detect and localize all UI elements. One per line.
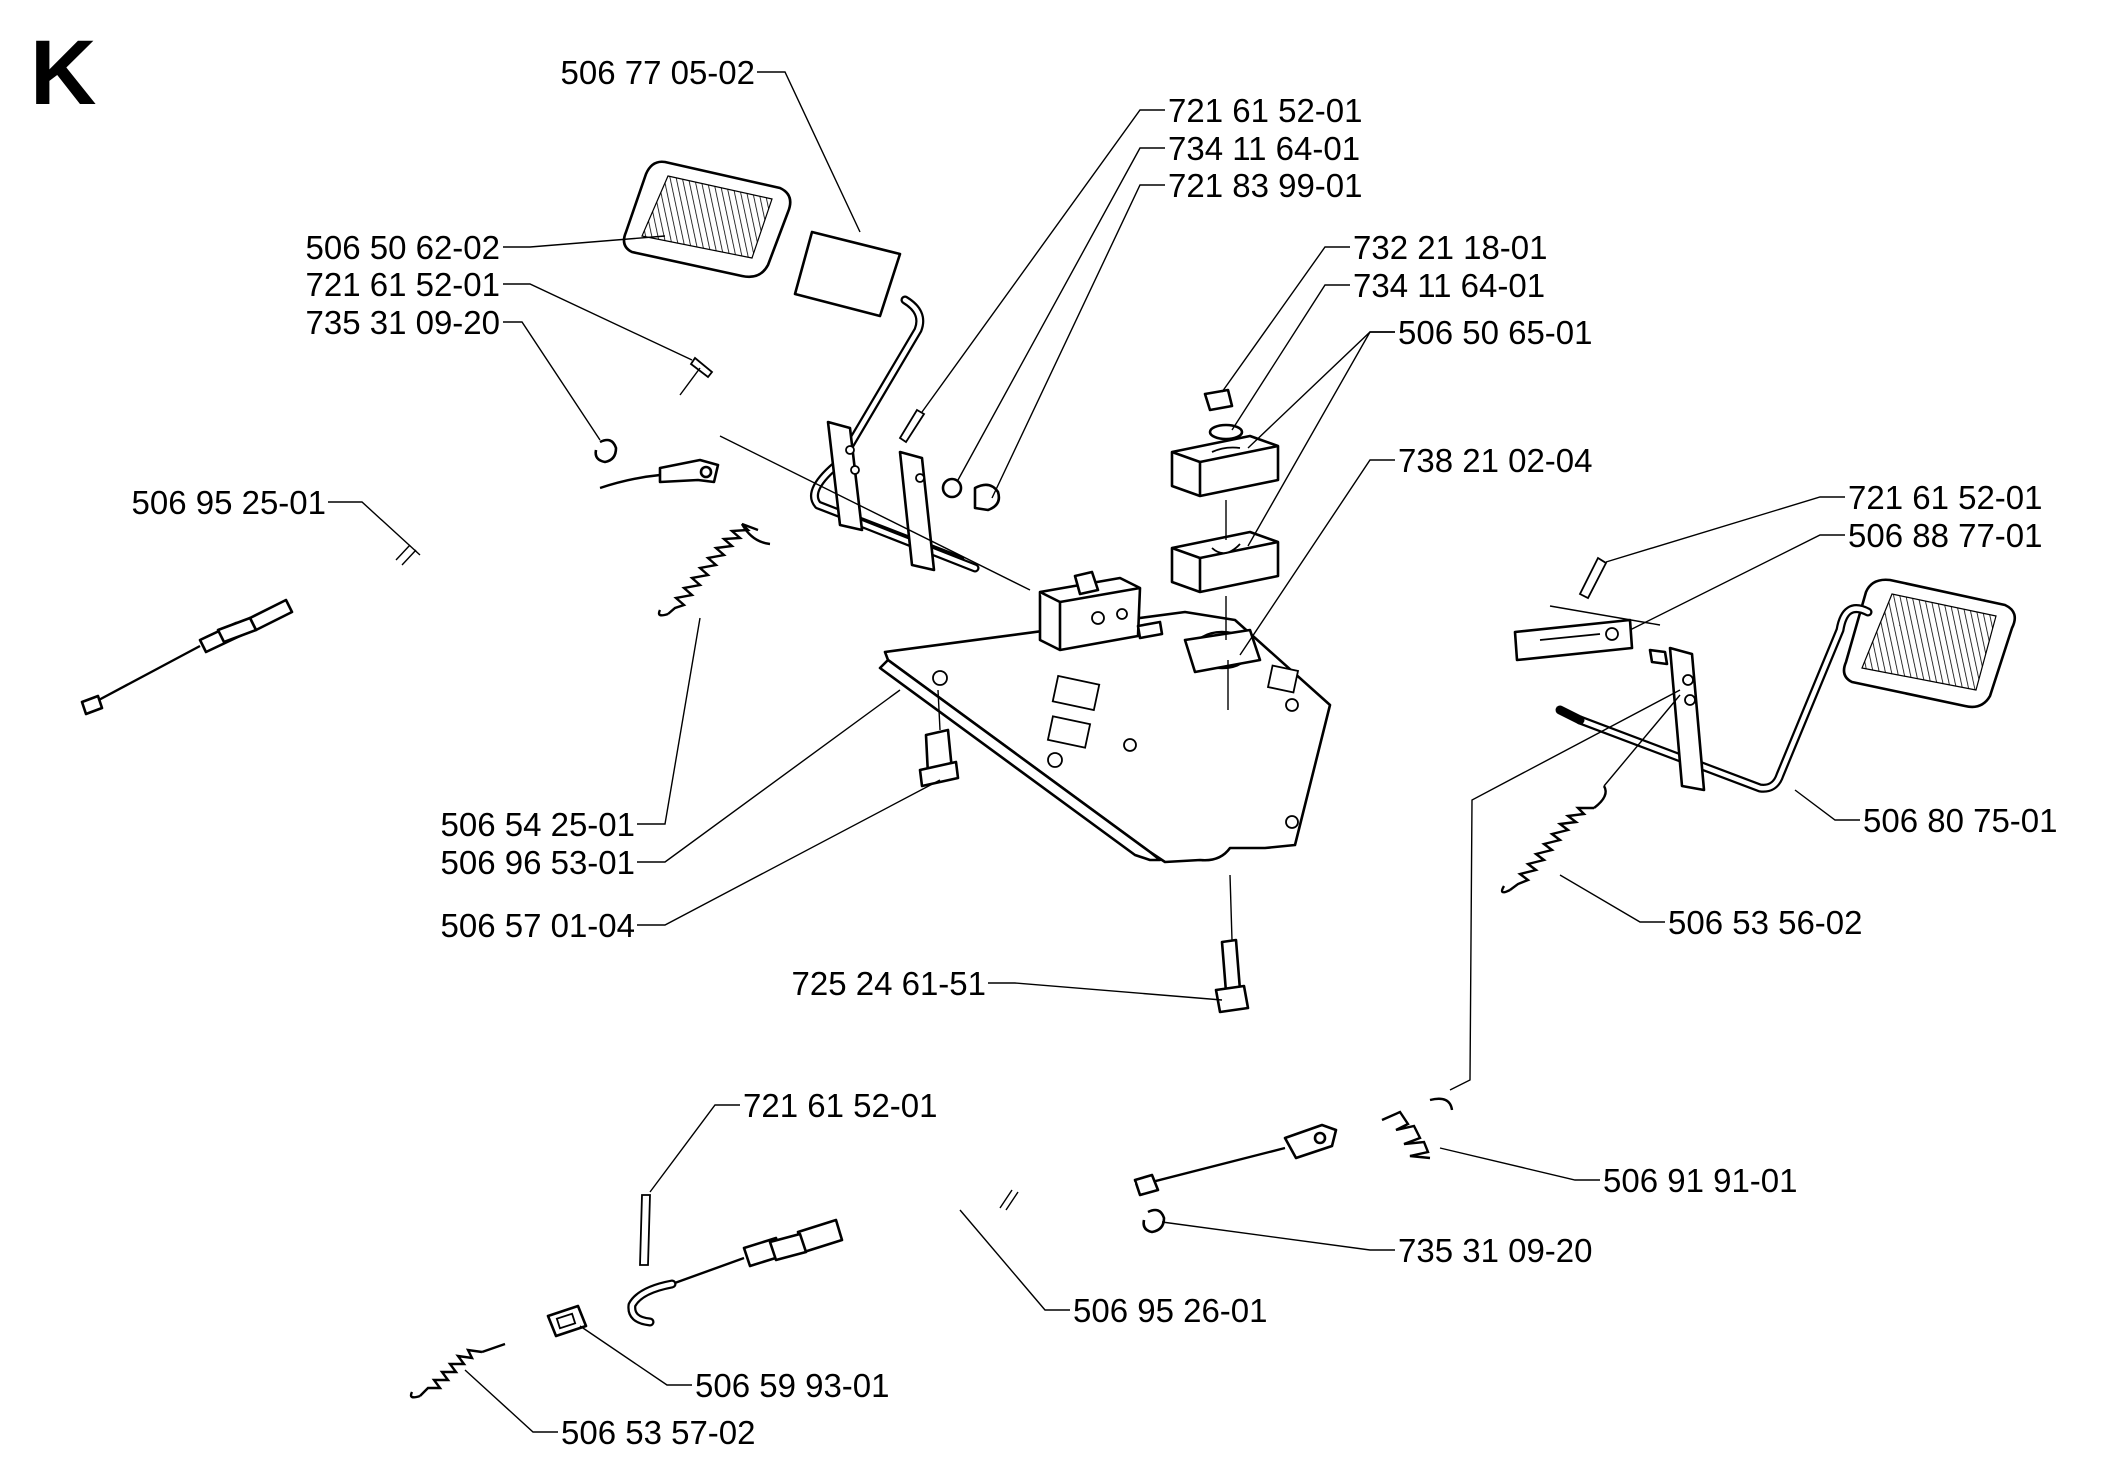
label-734-11-64-01-a: 734 11 64-01 (1168, 130, 1360, 167)
washer-left (941, 477, 963, 499)
label-735-31-09-20-a: 735 31 09-20 (305, 304, 500, 341)
label-506-80-75-01: 506 80 75-01 (1863, 802, 2058, 839)
label-506-96-53-01: 506 96 53-01 (440, 844, 635, 881)
left-pedal-pad (622, 160, 792, 279)
label-506-57-01-04: 506 57 01-04 (440, 907, 635, 944)
label-506-95-26-01: 506 95 26-01 (1073, 1292, 1268, 1329)
label-734-11-64-01-b: 734 11 64-01 (1353, 267, 1545, 304)
label-506-91-91-01: 506 91 91-01 (1603, 1162, 1798, 1199)
leader-lines (328, 71, 1860, 1433)
label-725-24-61-51: 725 24 61-51 (791, 965, 986, 1002)
right-bracket (1668, 646, 1706, 792)
left-brake-cable (80, 435, 1031, 716)
label-506-53-56-02: 506 53 56-02 (1668, 904, 1863, 941)
lower-brake-cable (627, 1097, 1454, 1327)
right-link-bar (1513, 605, 1669, 666)
part-labels: 506 77 05-02 721 61 52-01 734 11 64-01 7… (131, 54, 2057, 1451)
lower-spring (409, 1342, 506, 1399)
label-738-21-02-04: 738 21 02-04 (1398, 442, 1593, 479)
left-pedal-plate (793, 230, 902, 318)
parts-artwork (80, 160, 2017, 1399)
circlip-left (594, 438, 618, 464)
right-pedal-rod (1555, 604, 1873, 793)
label-721-61-52-01-d: 721 61 52-01 (743, 1087, 938, 1124)
circlip-right (1142, 1208, 1166, 1234)
right-pedal-pad (1842, 578, 2017, 709)
bolt-725-24 (1220, 938, 1242, 994)
label-721-61-52-01-b: 721 61 52-01 (305, 266, 500, 303)
label-506-53-57-02: 506 53 57-02 (561, 1414, 756, 1451)
section-letter: K (30, 22, 96, 124)
label-506-77-05-02: 506 77 05-02 (560, 54, 755, 91)
cotter-pin-3 (1578, 556, 1608, 600)
label-506-95-25-01: 506 95 25-01 (131, 484, 326, 521)
label-732-21-18-01: 732 21 18-01 (1353, 229, 1548, 266)
bolt-left (973, 483, 1001, 512)
left-bracket-b (898, 450, 936, 572)
plate-block (1038, 570, 1164, 652)
stop-nut (1203, 388, 1234, 412)
base-plate (878, 610, 1332, 864)
cotter-pin-2 (898, 408, 926, 444)
link-wire (1449, 689, 1681, 1091)
cotter-pin-1 (689, 356, 714, 379)
label-721-61-52-01-c: 721 61 52-01 (1848, 479, 2043, 516)
label-735-31-09-20-b: 735 31 09-20 (1398, 1232, 1593, 1269)
stop-block-upper (1170, 434, 1280, 498)
label-506-54-25-01: 506 54 25-01 (440, 806, 635, 843)
stop-washer (1208, 423, 1244, 441)
plate-boss (1183, 628, 1262, 674)
label-721-83-99-01: 721 83 99-01 (1168, 167, 1363, 204)
left-spring (657, 522, 771, 617)
label-506-50-62-02: 506 50 62-02 (305, 229, 500, 266)
label-506-50-65-01: 506 50 65-01 (1398, 314, 1593, 351)
stop-block-lower (1170, 530, 1280, 594)
cotter-pin-4 (639, 1194, 651, 1266)
label-506-59-93-01: 506 59 93-01 (695, 1367, 890, 1404)
label-721-61-52-01-a: 721 61 52-01 (1168, 92, 1363, 129)
label-506-88-77-01: 506 88 77-01 (1848, 517, 2043, 554)
right-spring (1500, 694, 1681, 894)
